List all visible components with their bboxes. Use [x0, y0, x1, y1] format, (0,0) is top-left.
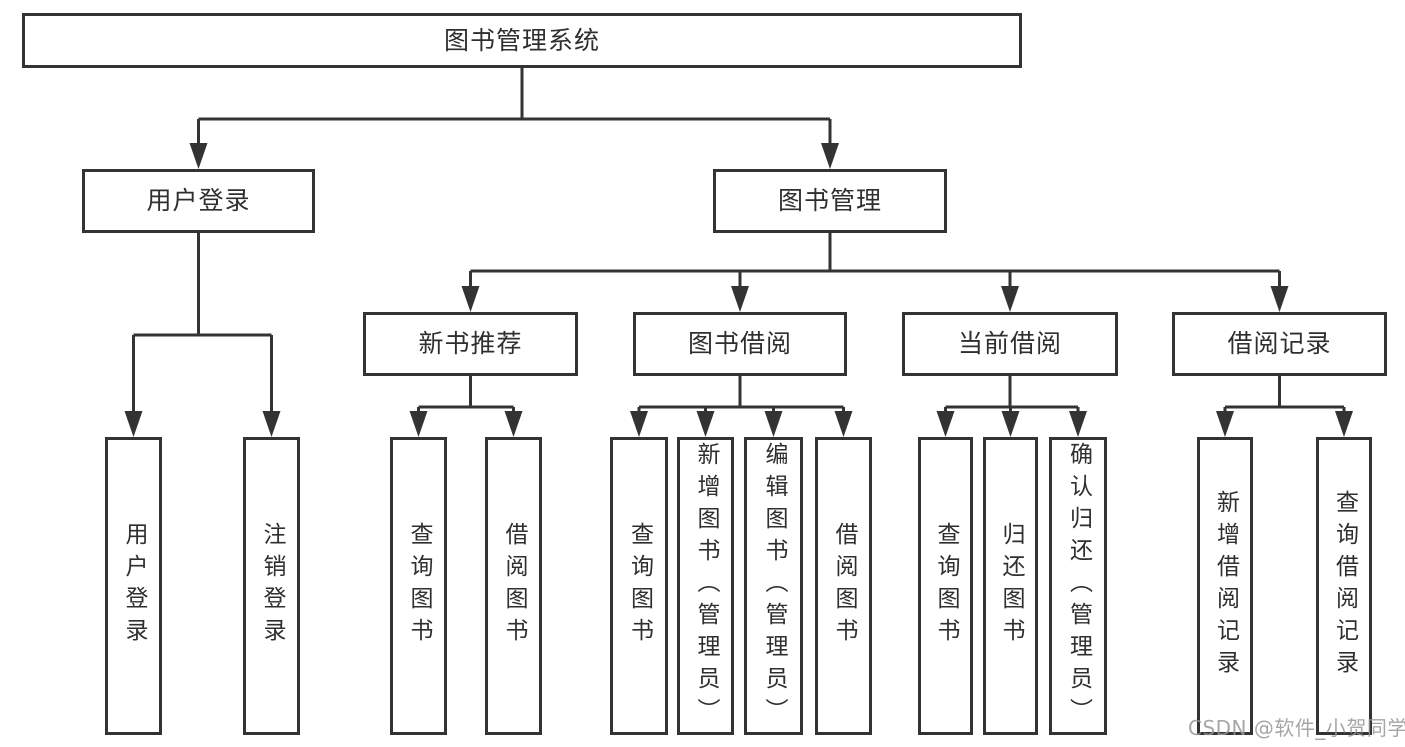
leaf-add-book-admin: 新增图书（管理员）: [677, 437, 734, 735]
leaf-query-book-1: 查询图书: [390, 437, 447, 735]
node-borrow-record: 借阅记录: [1172, 312, 1387, 376]
leaf-borrow-book-1: 借阅图书: [485, 437, 542, 735]
leaf-confirm-return-admin: 确认归还（管理员）: [1049, 437, 1107, 735]
node-user-login: 用户登录: [82, 169, 315, 233]
leaf-user-login: 用户登录: [105, 437, 162, 735]
watermark: CSDN @软件_小贺同学: [1188, 716, 1405, 740]
node-root: 图书管理系统: [22, 13, 1022, 68]
leaf-edit-book-admin: 编辑图书（管理员）: [744, 437, 803, 735]
node-current-borrow: 当前借阅: [902, 312, 1118, 376]
leaf-logout: 注销登录: [243, 437, 300, 735]
leaf-query-book-3: 查询图书: [918, 437, 973, 735]
leaf-borrow-book-2: 借阅图书: [815, 437, 872, 735]
leaf-add-borrow-record: 新增借阅记录: [1197, 437, 1253, 735]
leaf-query-book-2: 查询图书: [610, 437, 668, 735]
leaf-return-book: 归还图书: [983, 437, 1038, 735]
node-book-borrow: 图书借阅: [633, 312, 847, 376]
node-new-book-recommend: 新书推荐: [363, 312, 578, 376]
leaf-query-borrow-record: 查询借阅记录: [1316, 437, 1372, 735]
node-book-management: 图书管理: [713, 169, 947, 233]
arrowheads: [124, 143, 1353, 437]
